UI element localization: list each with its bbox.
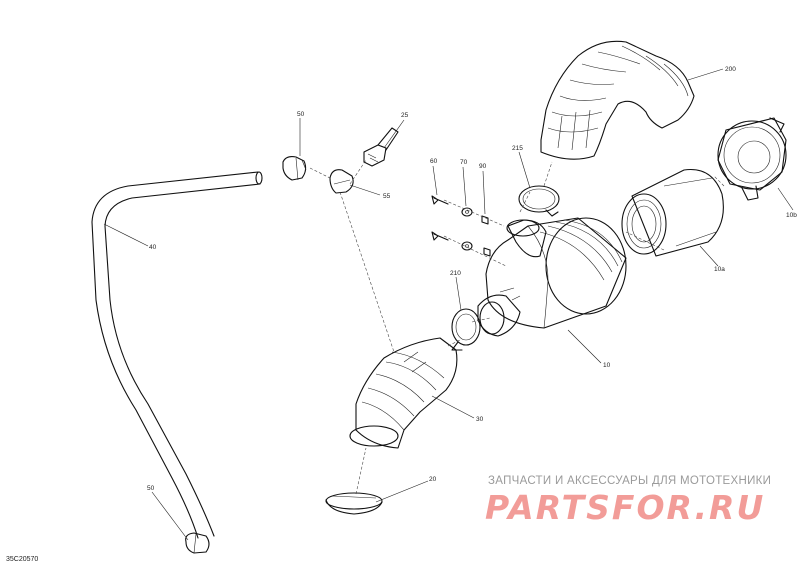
watermark-caption: ЗАПЧАСТИ И АКСЕССУАРЫ ДЛЯ МОТОТЕХНИКИ [488,475,772,487]
intake-boot-upper [540,40,695,160]
callout-90: 90 [479,163,487,170]
hose-fitting [363,127,399,167]
fitting-clamp [329,169,354,194]
boot-clamp-lower [451,308,481,351]
callout-50-bottom: 50 [147,485,155,492]
breather-hose [91,171,263,539]
boot-clamp-upper [518,185,560,217]
callout-10: 10 [603,362,611,369]
screw-hardware [431,195,491,257]
callout-55: 55 [383,193,391,200]
drawing-code: 35C20570 [6,556,39,563]
intake-boot-lower [349,337,458,449]
inlet-cap [325,492,383,515]
callout-215: 215 [512,145,523,152]
callout-200: 200 [725,66,736,73]
air-box-housing [477,217,627,337]
callout-40: 40 [149,244,157,251]
alignment-lines [309,159,725,495]
hose-clamp-top [282,156,307,181]
callout-30: 30 [476,416,484,423]
callout-10a: 10a [714,266,725,273]
callout-70: 70 [460,159,468,166]
callout-leaders [103,68,794,541]
air-box-cover [717,117,787,201]
callout-60: 60 [430,158,438,165]
watermark-logo: PARTSFOR.RU [485,488,766,527]
callout-10b: 10b [786,212,797,219]
callout-50-top: 50 [297,111,305,118]
callout-210: 210 [450,270,461,277]
callout-20: 20 [429,476,437,483]
filter-element [621,168,724,257]
callout-25: 25 [401,112,409,119]
hose-clamp-bottom [185,532,210,554]
